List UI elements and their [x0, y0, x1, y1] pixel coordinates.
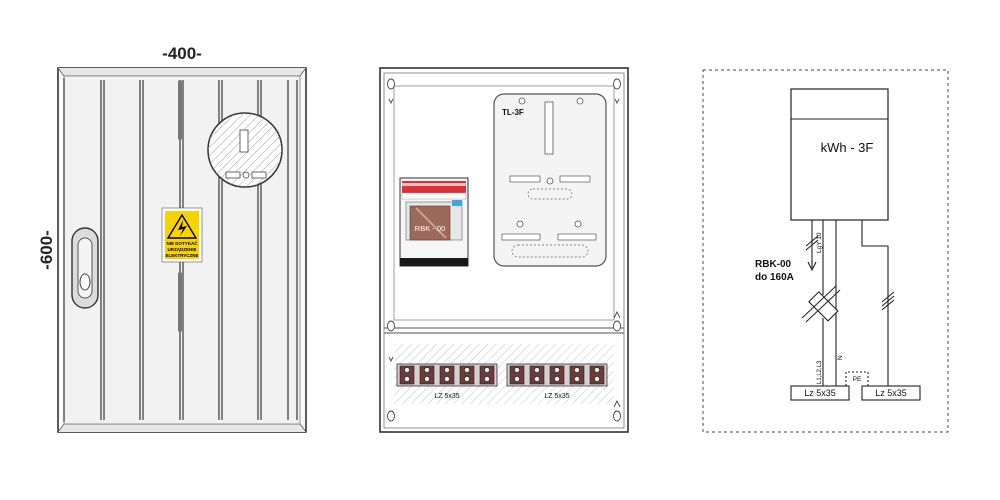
fuse-block-accent — [402, 181, 466, 193]
terminal-block-area: LZ 5x35 LZ 5x35 — [394, 344, 614, 404]
terminal-clamp — [549, 365, 565, 385]
terminal-block-right — [506, 363, 608, 387]
wiring-schematic: kWh - 3F RBK-00 do 160A LgY 10 — [702, 69, 949, 433]
fuse-switch-block[interactable]: RBK - 00 — [399, 177, 469, 267]
meter-viewing-window — [207, 112, 283, 188]
terminal-screw — [594, 376, 600, 382]
meter-symbol: kWh - 3F — [790, 88, 889, 221]
terminal-clamp — [419, 365, 435, 385]
door-handle[interactable] — [71, 227, 99, 309]
fuse-block-label: RBK - 00 — [415, 224, 445, 233]
meter-label: kWh - 3F — [821, 140, 874, 155]
terminal-block-left — [396, 363, 498, 387]
fuse-label-1: RBK-00 — [755, 259, 792, 270]
warning-text-line-1: NIE DOTYKAĆ — [166, 239, 198, 246]
terminal-clamp — [399, 365, 415, 385]
terminal-clamp — [509, 365, 525, 385]
height-dimension-label: -600- — [37, 230, 56, 270]
warning-text-line-3: ELEKTRYCZNE — [165, 253, 198, 258]
terminal-screw — [554, 376, 560, 382]
warning-text-line-2: URZĄDZENIE — [168, 247, 197, 252]
terminal-screw — [404, 376, 410, 382]
terminal-clamp — [529, 365, 545, 385]
width-dimension-label: -400- — [162, 44, 202, 63]
terminal-screw — [464, 367, 470, 373]
terminal-screw — [514, 376, 520, 382]
cable-label: LgY 10 — [816, 232, 823, 253]
schematic-border — [702, 69, 949, 433]
terminal-screw — [574, 376, 580, 382]
cabinet-door-view: -400- -600- — [37, 44, 307, 433]
terminal-clamp — [569, 365, 585, 385]
terminal-screw — [404, 367, 410, 373]
pe-label: PE — [853, 376, 862, 383]
terminal-box-right: Lz 5x35 — [861, 385, 921, 401]
fuse-indicator — [452, 200, 462, 206]
high-voltage-icon — [166, 213, 198, 239]
neutral-label: N — [837, 355, 844, 360]
terminal-screw — [424, 367, 430, 373]
fuse-symbol — [801, 285, 841, 323]
cabinet-interior-view: RBK - 00 TL-3F LZ 5x35 LZ 5x35 — [379, 67, 629, 433]
terminal-left-label: Lz 5x35 — [804, 388, 836, 398]
terminal-screw — [534, 367, 540, 373]
terminal-clamp — [479, 365, 495, 385]
meter-mounting-plate: TL-3F — [493, 93, 607, 267]
terminal-right-label: Lz 5x35 — [875, 388, 907, 398]
terminal-block-right-label: LZ 5x35 — [544, 393, 569, 400]
terminal-clamp — [459, 365, 475, 385]
terminal-box-left: Lz 5x35 — [790, 385, 850, 401]
terminal-clamp — [589, 365, 605, 385]
terminal-screw — [444, 367, 450, 373]
terminal-screw — [534, 376, 540, 382]
terminal-screw — [444, 376, 450, 382]
terminal-screw — [594, 367, 600, 373]
phase-label: L1,L2,L3 — [817, 360, 823, 384]
fixing-screws — [387, 78, 621, 422]
terminal-block-left-label: LZ 5x35 — [434, 393, 459, 400]
terminal-screw — [464, 376, 470, 382]
terminal-screw — [514, 367, 520, 373]
terminal-screw — [424, 376, 430, 382]
warning-sign: NIE DOTYKAĆ URZĄDZENIE ELEKTRYCZNE — [161, 207, 203, 263]
terminal-screw — [484, 376, 490, 382]
terminal-screw — [574, 367, 580, 373]
fuse-label-2: do 160A — [755, 272, 794, 283]
terminal-clamp — [439, 365, 455, 385]
terminal-screw — [484, 367, 490, 373]
meter-plate-label: TL-3F — [502, 108, 524, 117]
terminal-screw — [554, 367, 560, 373]
